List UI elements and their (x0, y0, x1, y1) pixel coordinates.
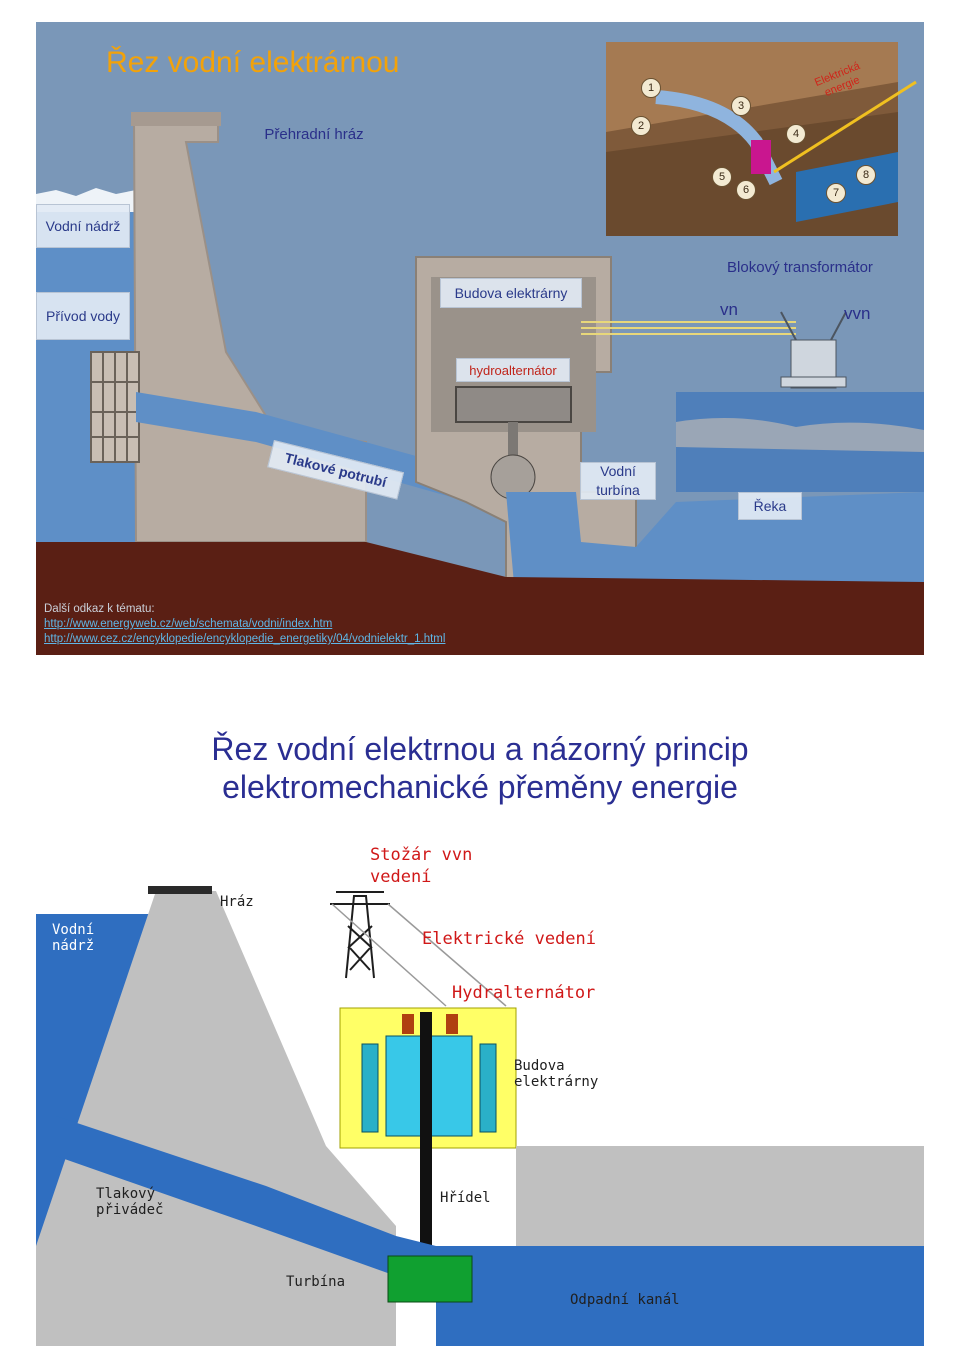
tailrace-water (436, 1246, 924, 1346)
dam-label: Hráz (220, 894, 254, 910)
inset-number-5: 5 (712, 167, 732, 187)
shaft (508, 422, 518, 482)
transformer-label: Blokový transformátor (727, 259, 873, 276)
dam-crest (148, 886, 212, 894)
penstock-label-1: Tlakový (96, 1186, 156, 1202)
brush-right (446, 1014, 458, 1034)
reservoir-label-1: Vodní (52, 922, 95, 938)
inset-3d-illustration (606, 42, 917, 236)
building-label-1: Budova (514, 1058, 565, 1074)
inset-number-8: 8 (856, 165, 876, 185)
pylon-label-line1: Stožár vvn (370, 845, 473, 865)
links-block: Další odkaz k tématu: http://www.energyw… (44, 602, 445, 647)
vn-label: vn (720, 300, 738, 319)
alternator-label: hydroalternátor (456, 358, 570, 382)
penstock-label-2: přivádeč (96, 1202, 164, 1218)
alternator-left (361, 1043, 379, 1133)
alternator-body (455, 386, 572, 423)
rocks (676, 418, 924, 452)
links-heading: Další odkaz k tématu: (44, 603, 155, 615)
vvn-label: vvn (844, 304, 871, 323)
slide2-title-line2: elektromechanické přeměny energie (222, 769, 738, 805)
link-cez[interactable]: http://www.cez.cz/encyklopedie/encyklope… (44, 633, 446, 645)
slide1-title: Řez vodní elektrárnou (106, 46, 400, 79)
reservoir-label: Vodní nádrž (36, 204, 130, 248)
inset-number-1: 1 (641, 78, 661, 98)
ground-right (516, 1146, 924, 1246)
slide-hydro-principle: Řez vodní elektrnou a názorný princip el… (36, 686, 924, 1346)
intake-label: Přívod vody (36, 292, 130, 340)
building-label-2: elektrárny (514, 1074, 599, 1090)
turbine-runner (387, 1255, 473, 1303)
slide2-title-line1: Řez vodní elektrnou a názorný princip (211, 731, 749, 767)
inset-number-4: 4 (786, 124, 806, 144)
link-energyweb[interactable]: http://www.energyweb.cz/web/schemata/vod… (44, 618, 333, 630)
cables (331, 903, 507, 1007)
power-lines (581, 321, 796, 335)
hydro-section-illustration (36, 42, 924, 655)
dam-crest (131, 112, 221, 126)
intake-grid (90, 351, 140, 463)
slide2-title: Řez vodní elektrnou a názorný princip el… (36, 730, 924, 806)
dam-label: Přehradní hráz (264, 126, 364, 143)
principle-illustration (36, 886, 924, 1346)
shaft-label: Hřídel (440, 1190, 491, 1206)
inset-number-3: 3 (731, 96, 751, 116)
tailrace-label: Odpadní kanál (570, 1292, 680, 1308)
pylon-label-line2: vedení (370, 867, 432, 887)
shaft (420, 1012, 432, 1264)
turbine-label: Turbína (286, 1274, 346, 1290)
inset-number-2: 2 (631, 116, 651, 136)
inset-number-7: 7 (826, 183, 846, 203)
penstock-water (56, 1116, 436, 1286)
ground-soil (36, 542, 924, 655)
transformer (780, 311, 847, 389)
reservoir-label-2: nádrž (52, 938, 95, 954)
pylon (330, 891, 390, 979)
alternator-right (479, 1043, 497, 1133)
line-label: Elektrické vedení (422, 929, 596, 949)
building-label: Budova elektrárny (440, 278, 582, 308)
alternator-label: Hydralternátor (452, 983, 596, 1003)
brush-left (402, 1014, 414, 1034)
river-label: Řeka (738, 492, 802, 520)
turbine-label: Vodní turbína (580, 462, 656, 500)
inset-number-6: 6 (736, 180, 756, 200)
slide-hydro-section: Řez vodní elektrárnou Přehradní hráz Vod… (36, 22, 924, 655)
